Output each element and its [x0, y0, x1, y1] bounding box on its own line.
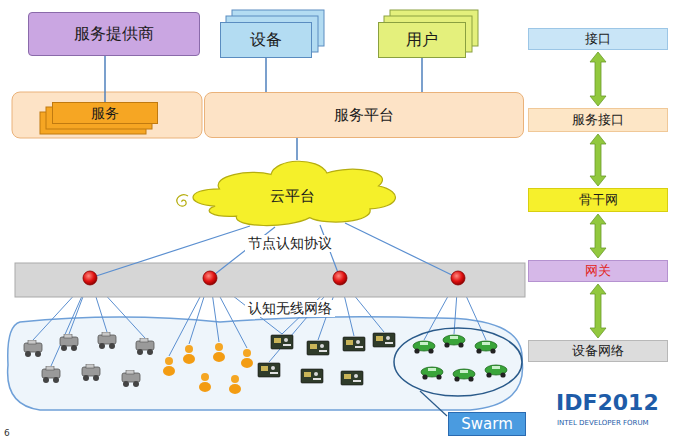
gateway-dot	[203, 271, 217, 285]
page-number: 6	[4, 428, 10, 439]
link-line	[421, 58, 423, 92]
person-icons	[163, 343, 253, 394]
provider-box: 服务提供商	[28, 12, 200, 56]
layer-box: 接口	[528, 28, 668, 50]
car-icon	[443, 335, 465, 348]
board-icon	[341, 371, 363, 385]
node-text: 设备	[250, 30, 282, 49]
person-icon	[213, 343, 225, 362]
device-box: 设备	[220, 22, 312, 58]
swarm-ellipse	[394, 328, 522, 396]
double-arrow	[590, 52, 606, 106]
cloud-shape: 云平台	[185, 160, 400, 232]
cloud-link	[90, 226, 250, 278]
user-box: 用户	[378, 22, 466, 58]
person-icon	[241, 349, 253, 368]
layer-box: 设备网络	[528, 340, 668, 362]
board-icon	[271, 335, 293, 349]
cloud-outline	[193, 161, 395, 225]
node-text: 服务提供商	[74, 24, 154, 43]
device-region	[8, 317, 523, 410]
robot-icon	[42, 366, 60, 383]
double-arrow	[590, 284, 606, 338]
gateway-dots	[83, 271, 465, 285]
node-text: Swarm	[461, 415, 513, 433]
service-box: 服务	[52, 102, 158, 124]
gateway-dot	[451, 271, 465, 285]
service-band	[12, 92, 202, 138]
node-text: 服务平台	[334, 106, 394, 124]
gateway-dot	[83, 271, 97, 285]
node-text: 设备网络	[572, 343, 624, 359]
board-icon	[307, 341, 329, 355]
swarm-leader	[420, 391, 447, 416]
car-icon	[421, 367, 443, 380]
swarm-box: Swarm	[448, 412, 526, 436]
double-arrow	[590, 134, 606, 186]
robot-icons	[24, 332, 154, 387]
link-line	[104, 56, 106, 102]
board-icon	[258, 363, 280, 377]
node-text: 服务接口	[572, 112, 624, 128]
layer-box: 服务接口	[528, 108, 668, 132]
gateway-dot	[333, 271, 347, 285]
robot-icon	[60, 334, 78, 351]
layer-box: 网关	[528, 260, 668, 282]
car-icon	[485, 365, 507, 378]
person-icon	[199, 373, 211, 392]
robot-icon	[24, 340, 42, 357]
double-arrow	[590, 214, 606, 258]
node-text: 云平台	[270, 187, 315, 205]
logo-text: IDF2012	[556, 390, 659, 416]
gateway-band	[15, 263, 525, 297]
person-icon	[229, 375, 241, 394]
platform-band: 服务平台	[204, 92, 524, 138]
person-icon	[163, 357, 175, 376]
cloud-curl	[177, 195, 188, 206]
board-icon	[343, 337, 365, 351]
node-text: 用户	[406, 30, 438, 49]
link-line	[296, 138, 298, 160]
link-line	[265, 58, 267, 92]
node-text: 接口	[585, 31, 611, 47]
board-icon	[373, 333, 395, 347]
cloud-links	[90, 223, 458, 278]
logo-subtext: INTEL DEVELOPER FORUM	[557, 419, 649, 427]
car-icons	[413, 335, 507, 382]
car-icon	[453, 369, 475, 382]
robot-icon	[122, 370, 140, 387]
robot-icon	[136, 338, 154, 355]
board-icon	[301, 369, 323, 383]
network-label: 认知无线网络	[245, 300, 335, 317]
layer-box: 骨干网	[528, 188, 668, 212]
person-icon	[183, 345, 195, 364]
node-text: 服务	[91, 105, 119, 122]
node-text: 骨干网	[579, 192, 618, 208]
protocol-label: 节点认知协议	[245, 235, 335, 252]
robot-icon	[82, 364, 100, 381]
car-icon	[475, 341, 497, 354]
car-icon	[413, 341, 435, 354]
board-icons	[258, 333, 395, 385]
cloud-link	[345, 223, 458, 278]
robot-icon	[98, 332, 116, 349]
node-text: 网关	[585, 263, 611, 279]
